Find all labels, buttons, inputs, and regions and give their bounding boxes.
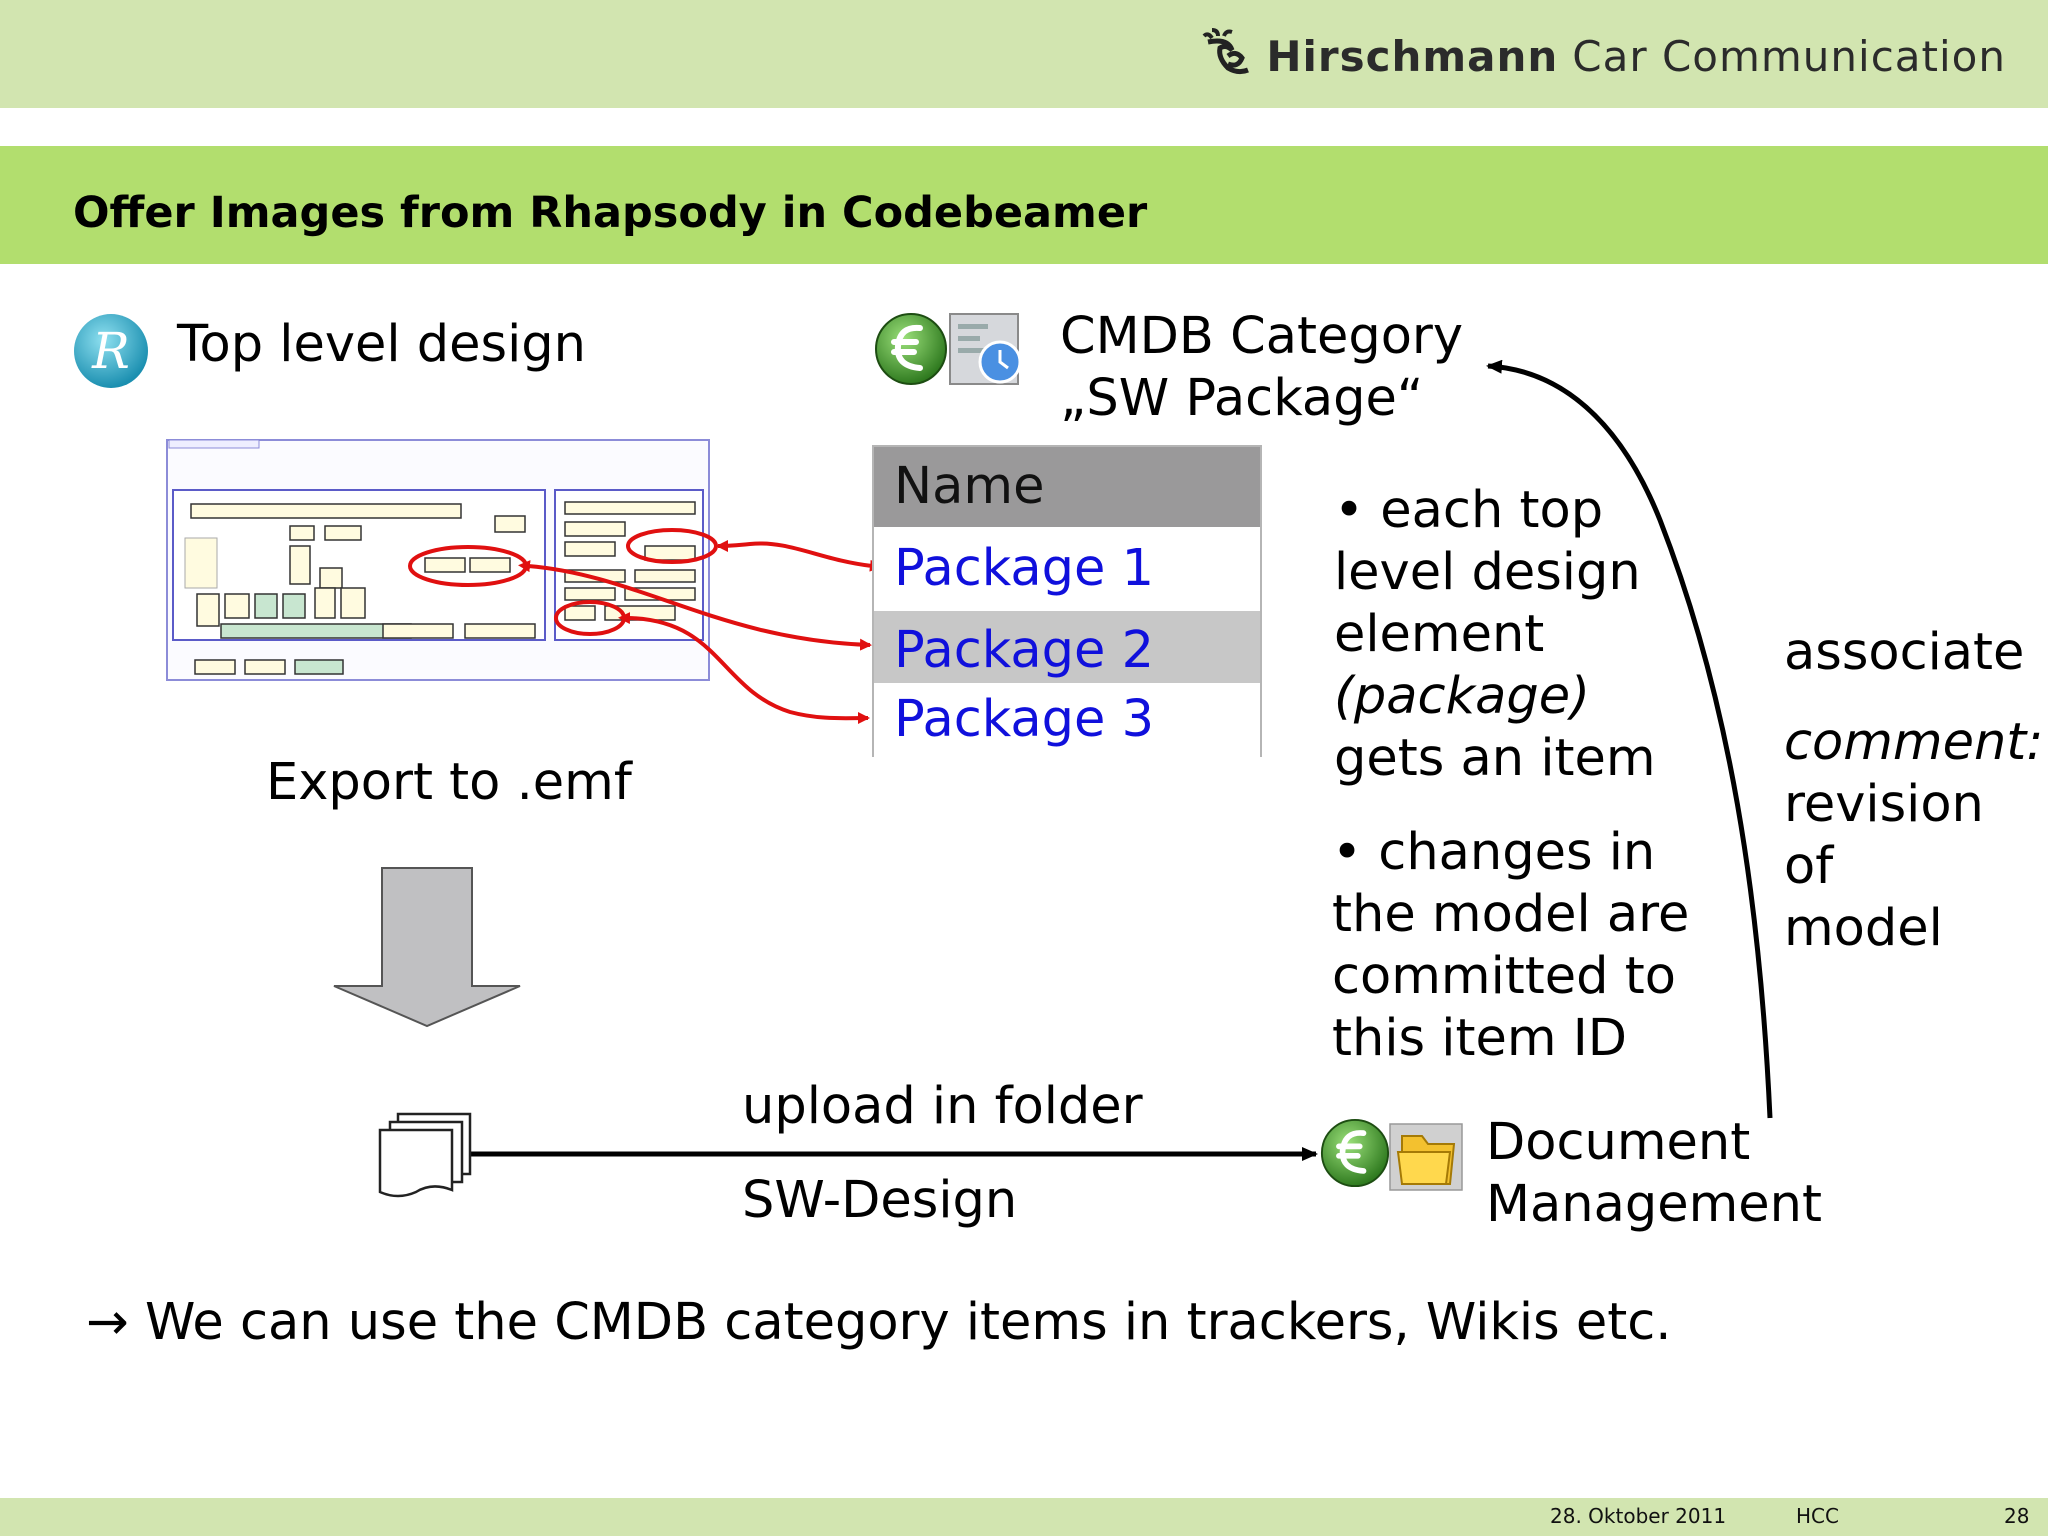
associate-comment: comment: revision of model	[1784, 712, 2043, 960]
brand-name-rest: Car Communication	[1572, 31, 2006, 81]
comment-line: of	[1784, 837, 1834, 896]
svg-text:R: R	[91, 322, 130, 380]
rhapsody-icon: R	[74, 314, 148, 388]
comment-line: revision	[1784, 775, 1984, 834]
docmgmt-line: Management	[1486, 1175, 1822, 1234]
export-label: Export to .emf	[266, 753, 632, 812]
bullet2-line: committed to	[1332, 947, 1676, 1006]
header-band	[0, 0, 2048, 108]
slide-title: Offer Images from Rhapsody in Codebeamer	[73, 188, 1148, 238]
conclusion-line: → We can use the CMDB category items in …	[86, 1292, 1672, 1354]
footer-page-number: 28	[2004, 1504, 2030, 1528]
bullet-changes-committed: • changes in the model are committed to …	[1332, 822, 1689, 1070]
package-table: Name Package 1 Package 2 Package 3	[872, 445, 1262, 757]
bullet1-line: gets an item	[1334, 729, 1656, 788]
hirschmann-antler-icon	[1202, 28, 1250, 75]
comment-label: comment:	[1784, 713, 2044, 772]
rhapsody-diagram-thumbnail	[166, 439, 710, 681]
conclusion-text: We can use the CMDB category items in tr…	[144, 1293, 1672, 1352]
associate-label: associate	[1784, 623, 2025, 682]
bullet2-line: • changes in	[1332, 823, 1656, 882]
cmdb-category-title: CMDB Category	[1060, 307, 1464, 366]
footer-date: 28. Oktober 2011	[1550, 1504, 1727, 1528]
comment-line: model	[1784, 899, 1943, 958]
red-arrow-package1	[716, 539, 882, 572]
bullet-each-top-level: • each top level design element (package…	[1334, 480, 1656, 790]
brand-name-bold: Hirschmann	[1266, 31, 1559, 81]
cmdb-category-icon	[949, 313, 1022, 385]
table-row-package-2[interactable]: Package 2	[874, 611, 1260, 683]
codebeamer-icon	[875, 313, 947, 385]
brand-logo: Hirschmann Car Communication	[1198, 28, 2006, 84]
codebeamer-icon	[1320, 1118, 1390, 1188]
bullet1-line: element	[1334, 605, 1545, 664]
arrow-right-icon: →	[86, 1293, 129, 1352]
document-stack-icon	[378, 1112, 472, 1198]
table-header-name: Name	[874, 447, 1260, 527]
bullet1-line-package: (package)	[1334, 667, 1590, 726]
upload-folder-name: SW-Design	[742, 1171, 1018, 1230]
folder-icon	[1389, 1123, 1463, 1191]
footer-org: HCC	[1796, 1504, 1839, 1528]
footer-band	[0, 1498, 2048, 1536]
docmgmt-line: Document	[1486, 1113, 1751, 1172]
table-row-package-1[interactable]: Package 1	[874, 527, 1260, 611]
bullet2-line: the model are	[1332, 885, 1690, 944]
bullet1-line: level design	[1334, 543, 1641, 602]
title-band	[0, 146, 2048, 264]
bullet2-line: this item ID	[1332, 1009, 1628, 1068]
document-management-label: Document Management	[1486, 1112, 1822, 1236]
top-level-design-label: Top level design	[177, 315, 586, 374]
upload-label: upload in folder	[742, 1077, 1143, 1136]
cmdb-category-name: „SW Package“	[1060, 369, 1424, 428]
table-row-package-3[interactable]: Package 3	[874, 683, 1260, 757]
bullet1-line: • each top	[1334, 481, 1604, 540]
down-arrow-icon	[333, 867, 521, 1028]
